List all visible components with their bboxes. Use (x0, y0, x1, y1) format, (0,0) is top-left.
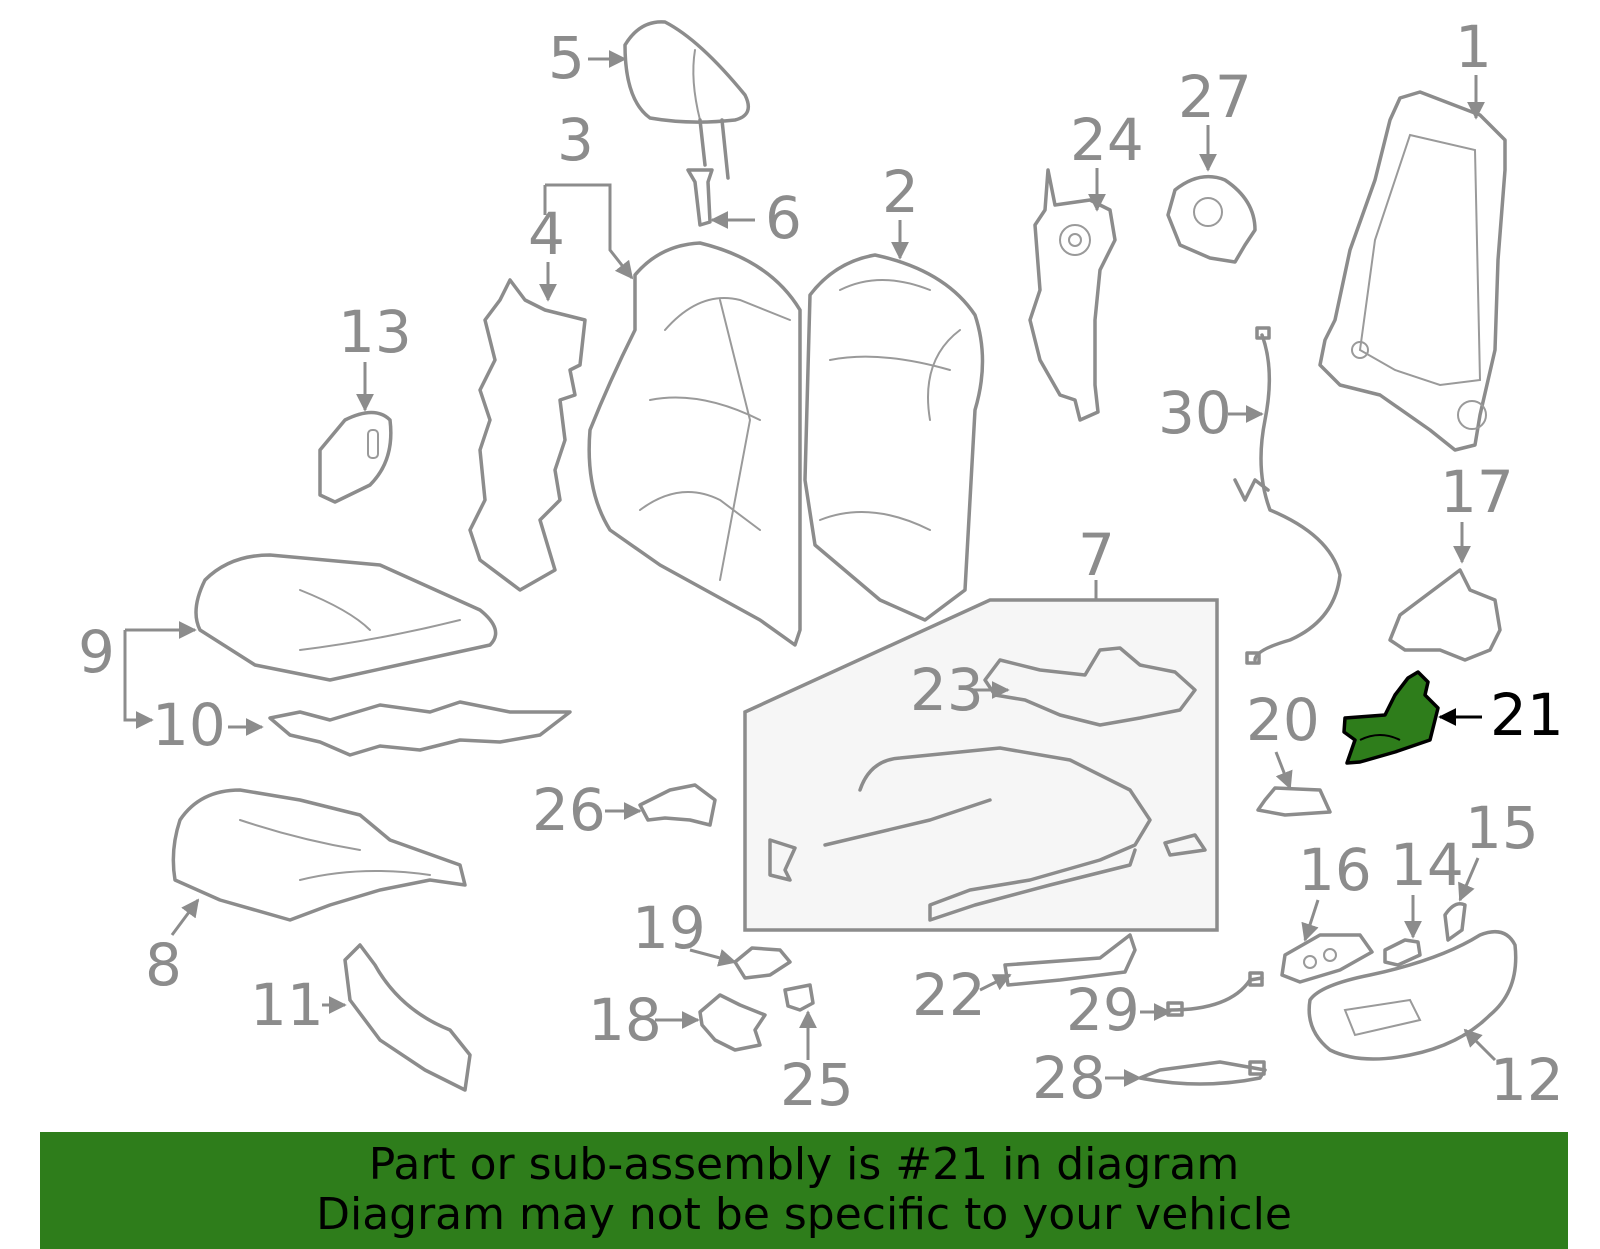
callout-18: 18 (588, 986, 662, 1054)
recliner-cover-27-part (1166, 174, 1257, 264)
recliner-cover-24-part (1028, 168, 1117, 422)
callout-11: 11 (250, 971, 324, 1039)
callout-9: 9 (78, 618, 115, 686)
callout-5: 5 (548, 24, 585, 92)
callout-26: 26 (532, 776, 606, 844)
headrest-guide-part (686, 168, 714, 227)
cushion-shield-11-part (343, 943, 472, 1092)
callout-16: 16 (1298, 836, 1372, 904)
highlighted-part-21 (1342, 670, 1440, 765)
callout-10: 10 (152, 691, 226, 759)
leader-20 (1274, 751, 1293, 790)
callout-4: 4 (528, 200, 565, 268)
trim-22-part (1003, 933, 1137, 987)
part-notice-banner: Part or sub-assembly is #21 in diagram D… (40, 1132, 1568, 1249)
callout-28: 28 (1032, 1044, 1106, 1112)
seat-heater-mat-part (268, 700, 572, 757)
leader-3 (543, 183, 632, 278)
side-cover-13-part (318, 410, 393, 504)
callout-12: 12 (1490, 1046, 1564, 1114)
cushion-frame-23-part (983, 646, 1197, 727)
seat-cushion-pad-part (194, 553, 498, 682)
bracket-18-part (698, 993, 767, 1052)
bracket-20-part (1256, 786, 1332, 817)
banner-line-part-number: Part or sub-assembly is #21 in diagram (368, 1139, 1240, 1190)
callout-27: 27 (1178, 63, 1252, 131)
callout-20: 20 (1246, 686, 1320, 754)
callout-24: 24 (1070, 106, 1144, 174)
seat-track-adjuster-7-part (768, 746, 1207, 922)
bracket-19-part (733, 946, 792, 980)
harness-28-part (1138, 1060, 1267, 1086)
seatback-pad-part (803, 253, 985, 622)
leader-22 (979, 973, 1012, 992)
callout-2: 2 (882, 158, 919, 226)
seatback-frame-cover-part (468, 278, 587, 592)
leader-12 (1463, 1028, 1497, 1062)
callout-29: 29 (1066, 976, 1140, 1044)
callout-21-highlighted: 21 (1490, 681, 1564, 749)
callout-13: 13 (338, 298, 412, 366)
callout-1: 1 (1455, 13, 1492, 81)
harness-29-part (1166, 971, 1264, 1017)
callout-22: 22 (912, 961, 986, 1029)
seatback-frame-part (1318, 90, 1507, 452)
headrest-part (623, 20, 751, 180)
callout-8: 8 (145, 931, 182, 999)
callout-15: 15 (1465, 794, 1539, 862)
callout-7: 7 (1078, 521, 1115, 589)
callout-23: 23 (910, 656, 984, 724)
callout-6: 6 (765, 184, 802, 252)
leader-19 (689, 948, 737, 967)
callout-25: 25 (780, 1051, 854, 1119)
clip-25-part (783, 983, 815, 1012)
leader-8 (170, 898, 200, 936)
callout-3: 3 (557, 106, 594, 174)
callout-30: 30 (1158, 379, 1232, 447)
leader-16 (1301, 899, 1320, 942)
wire-harness-30-part (1233, 326, 1342, 665)
leader-15 (1458, 857, 1480, 902)
seat-track-inset-box (743, 598, 1219, 932)
seatback-cover-part (587, 241, 802, 647)
callout-17: 17 (1440, 458, 1514, 526)
knob-15-part (1443, 902, 1467, 942)
callout-19: 19 (632, 894, 706, 962)
callout-14: 14 (1390, 831, 1464, 899)
bracket-26-part (638, 783, 717, 827)
seat-cushion-cover-part (171, 788, 467, 922)
knob-14-part (1383, 938, 1422, 967)
side-shield-12-part (1307, 929, 1518, 1061)
banner-line-disclaimer: Diagram may not be specific to your vehi… (316, 1189, 1292, 1240)
bracket-17-part (1388, 568, 1502, 662)
switch-16-part (1280, 933, 1374, 984)
